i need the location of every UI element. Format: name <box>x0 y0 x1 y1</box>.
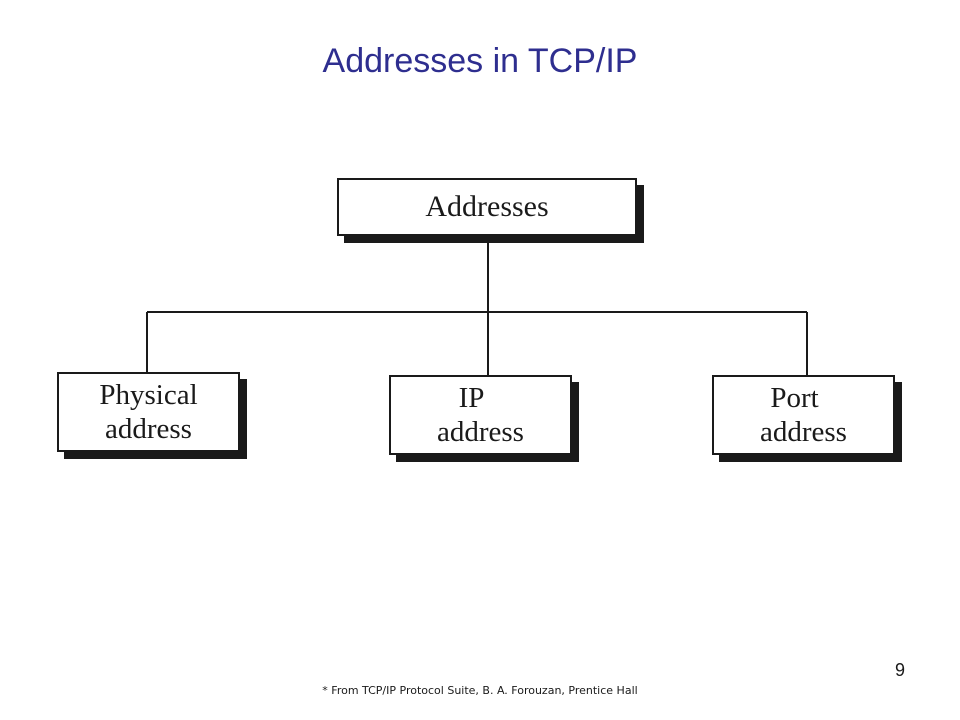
node-physical-address-line-2: address <box>105 413 192 445</box>
source-note: * From TCP/IP Protocol Suite, B. A. Foro… <box>322 684 638 697</box>
node-port-address-line-2: address <box>760 416 847 448</box>
page-number: 9 <box>894 660 905 680</box>
node-addresses-label: Addresses <box>425 190 549 223</box>
node-physical-address-line-1: Physical <box>99 379 198 411</box>
node-ip-address-line-2: address <box>437 416 524 448</box>
slide-title: Addresses in TCP/IP <box>322 42 638 80</box>
node-port-address: Port address <box>712 375 895 455</box>
node-ip-address-line-1: IP <box>458 382 485 414</box>
node-port-address-line-1: Port <box>770 382 819 414</box>
node-physical-address: Physical address <box>57 372 240 452</box>
node-addresses: Addresses <box>337 178 637 236</box>
node-ip-address: IP address <box>389 375 572 455</box>
